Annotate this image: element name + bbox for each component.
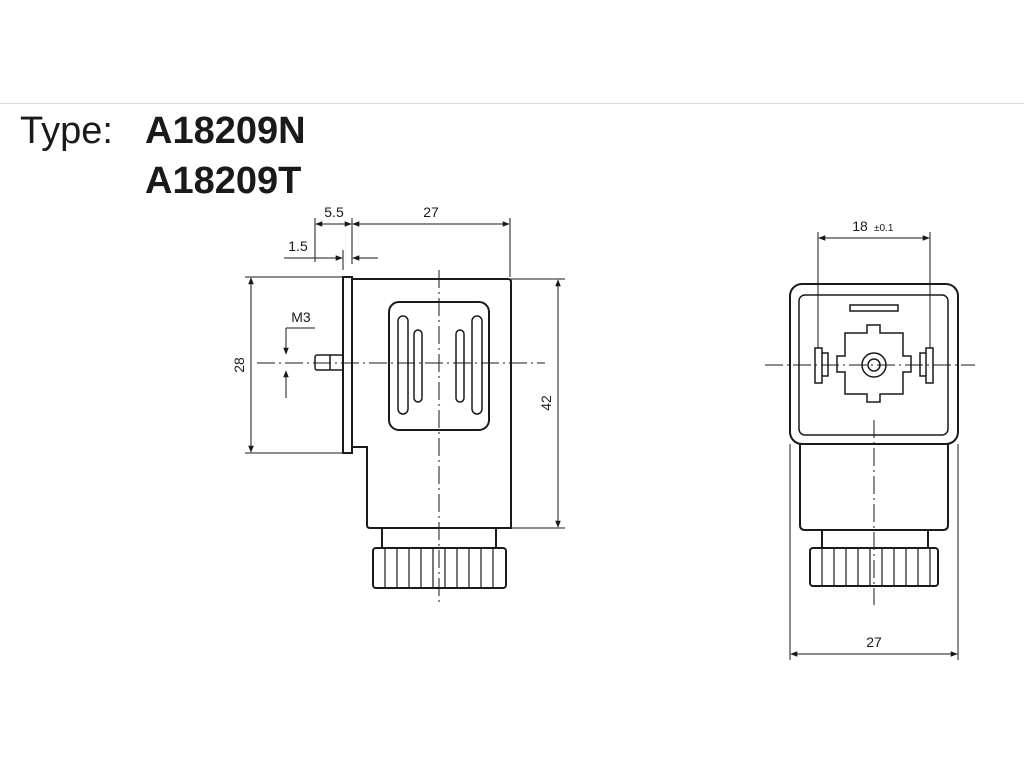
window-slot bbox=[413, 329, 423, 403]
window-slot bbox=[455, 329, 465, 403]
window-slot bbox=[471, 315, 483, 415]
dim-side-offset: 5.5 bbox=[324, 204, 344, 220]
window-slot bbox=[397, 315, 409, 415]
pin-contact-right bbox=[919, 347, 934, 384]
connector-body bbox=[351, 278, 512, 529]
dim-side-width: 27 bbox=[423, 204, 439, 220]
dim-pin-tolerance: ±0.1 bbox=[874, 223, 894, 234]
dim-side-left-height: 28 bbox=[231, 357, 247, 373]
pin-contact-left bbox=[814, 347, 829, 384]
front-cable-gland bbox=[821, 529, 929, 549]
dim-flange: 1.5 bbox=[288, 238, 308, 254]
front-view: 18 ±0.1 27 bbox=[765, 218, 975, 660]
dim-front-width: 27 bbox=[866, 634, 882, 650]
flange-plate bbox=[342, 276, 353, 454]
dim-pin-spacing: 18 bbox=[852, 218, 868, 234]
model-number-2: A18209T bbox=[145, 160, 302, 202]
model-number-1: A18209N bbox=[145, 110, 306, 152]
central-contact bbox=[836, 324, 912, 403]
earth-marker bbox=[849, 304, 899, 312]
side-view: 5.5 27 1.5 M3 28 42 bbox=[231, 204, 565, 605]
dim-side-right-height: 42 bbox=[538, 395, 554, 411]
dim-thread: M3 bbox=[291, 309, 311, 325]
type-label: Type: bbox=[20, 110, 113, 152]
top-divider bbox=[0, 103, 1024, 104]
